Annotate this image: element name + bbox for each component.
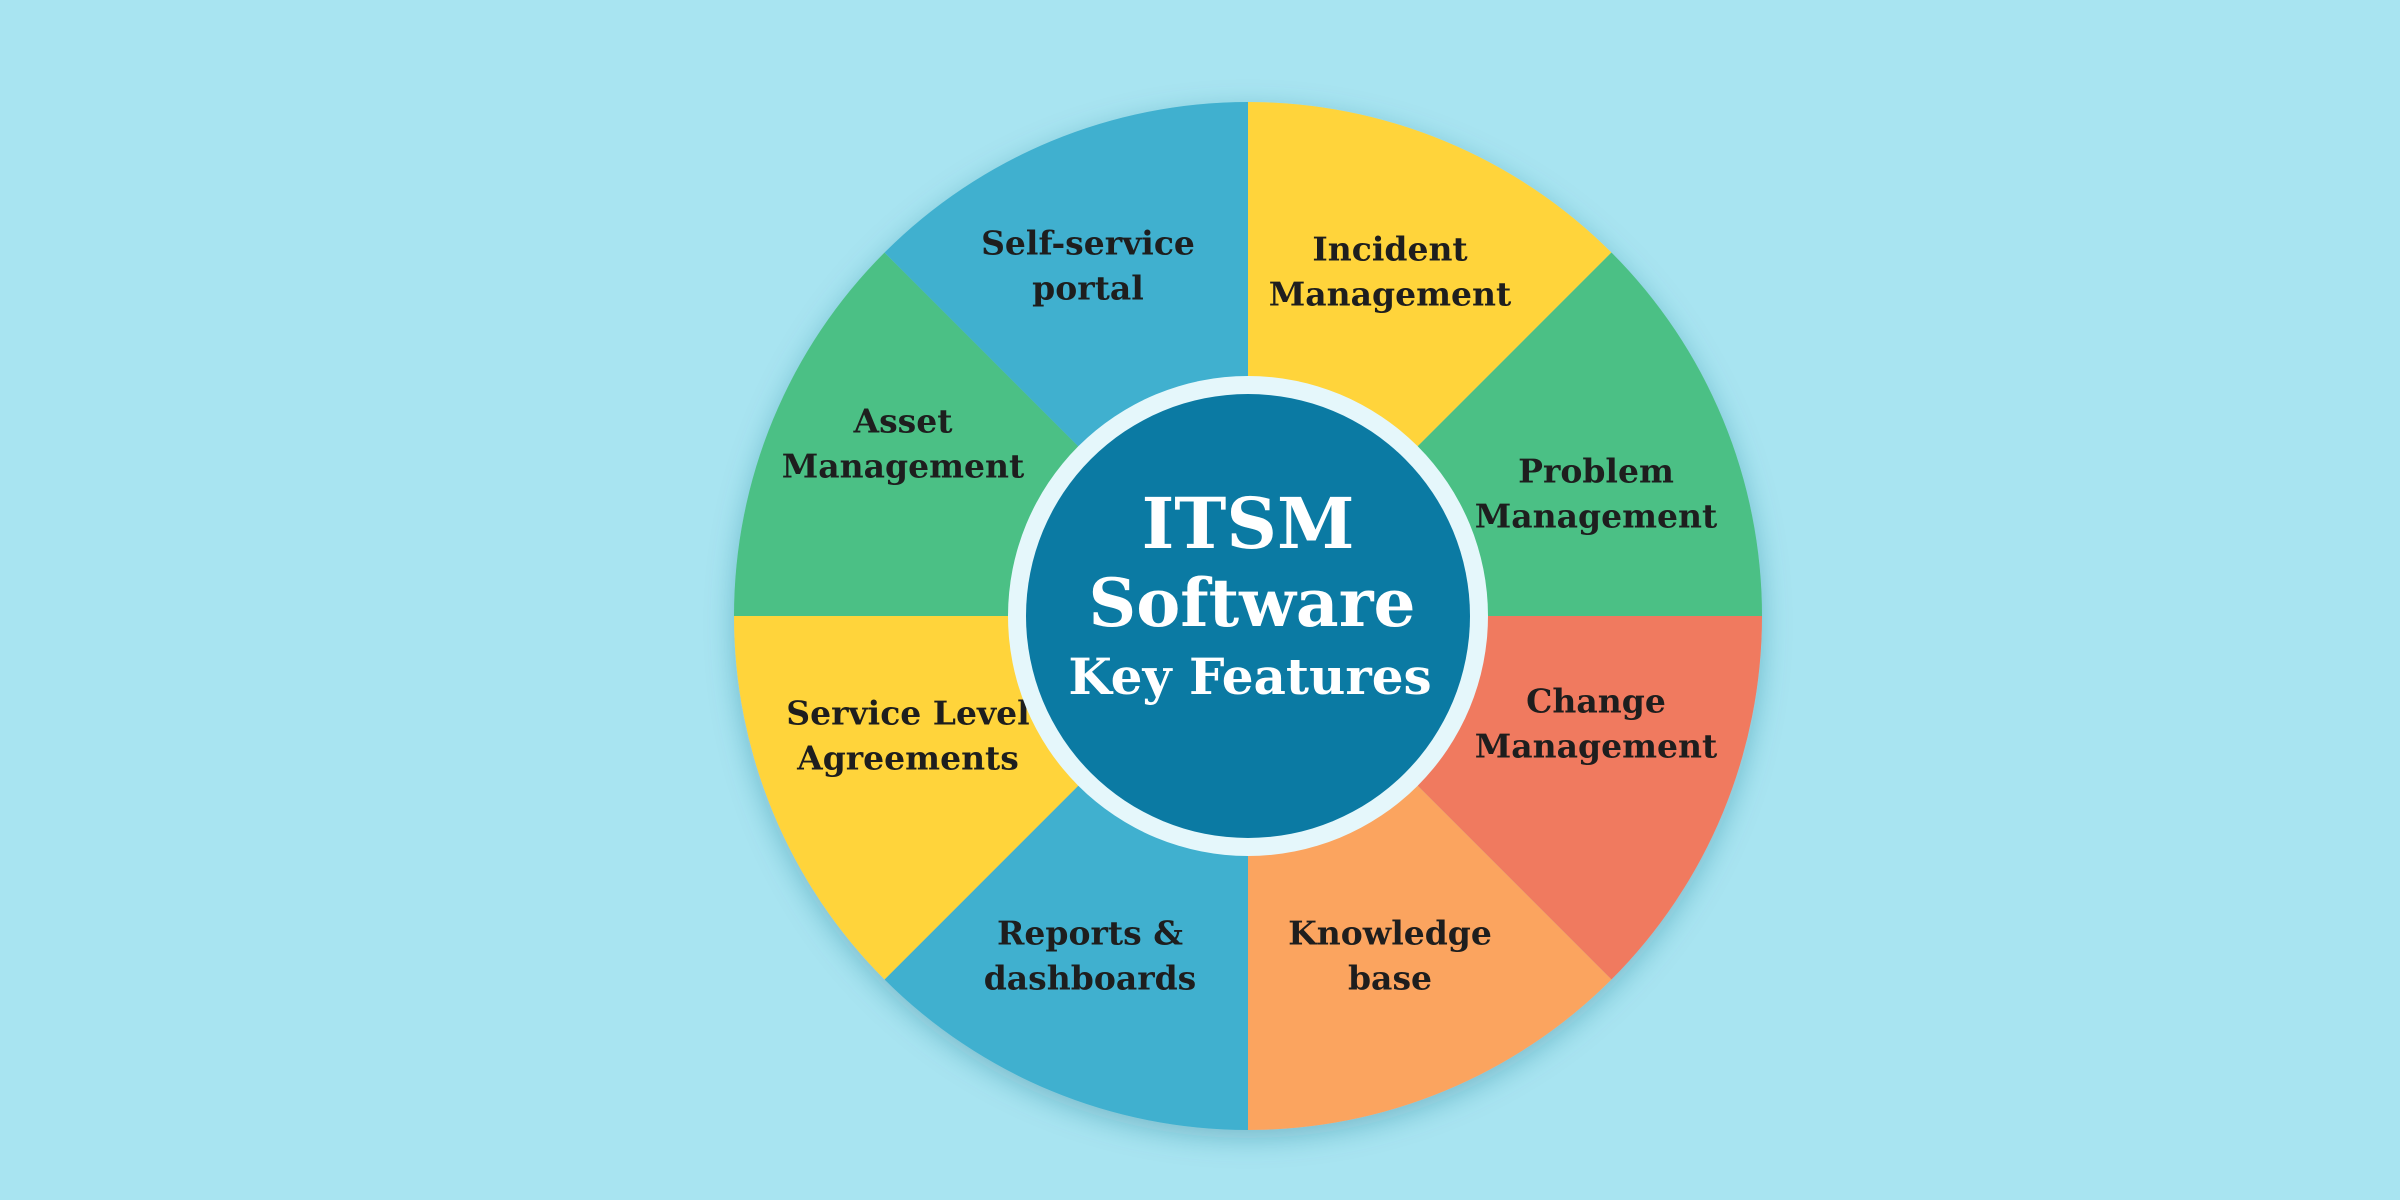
segment-label-6-line-1: Service Level	[786, 694, 1029, 733]
segment-label-8: Self-service portal	[981, 224, 1195, 308]
segment-label-4: Knowledge base	[1288, 914, 1492, 998]
segment-label-2-line-2: Management	[1475, 497, 1718, 536]
segment-label-1-line-2: Management	[1269, 275, 1512, 314]
segment-label-7-line-2: Management	[782, 447, 1025, 486]
segment-label-4-line-2: base	[1348, 959, 1432, 998]
segment-label-3-line-2: Management	[1475, 727, 1718, 766]
segment-label-4-line-1: Knowledge	[1288, 914, 1492, 953]
segment-label-5-line-2: dashboards	[984, 959, 1197, 998]
center-title-line1: ITSM	[1142, 482, 1355, 565]
segment-label-5-line-1: Reports &	[997, 914, 1183, 953]
segment-label-3-line-1: Change	[1526, 682, 1666, 721]
segment-label-8-line-2: portal	[1032, 269, 1144, 308]
segment-label-8-line-1: Self-service	[981, 224, 1195, 263]
center-subtitle: Key Features	[1068, 647, 1431, 706]
segment-label-6-line-2: Agreements	[796, 739, 1019, 778]
segment-label-1-line-1: Incident	[1312, 230, 1468, 269]
center-disc	[1026, 394, 1470, 838]
segment-label-7-line-1: Asset	[853, 402, 954, 441]
center-hub: ITSM Software Key Features	[1008, 376, 1488, 856]
segment-label-2-line-1: Problem	[1518, 452, 1674, 491]
segment-label-5: Reports & dashboards	[984, 914, 1197, 998]
center-title-line2: Software	[1089, 564, 1416, 642]
